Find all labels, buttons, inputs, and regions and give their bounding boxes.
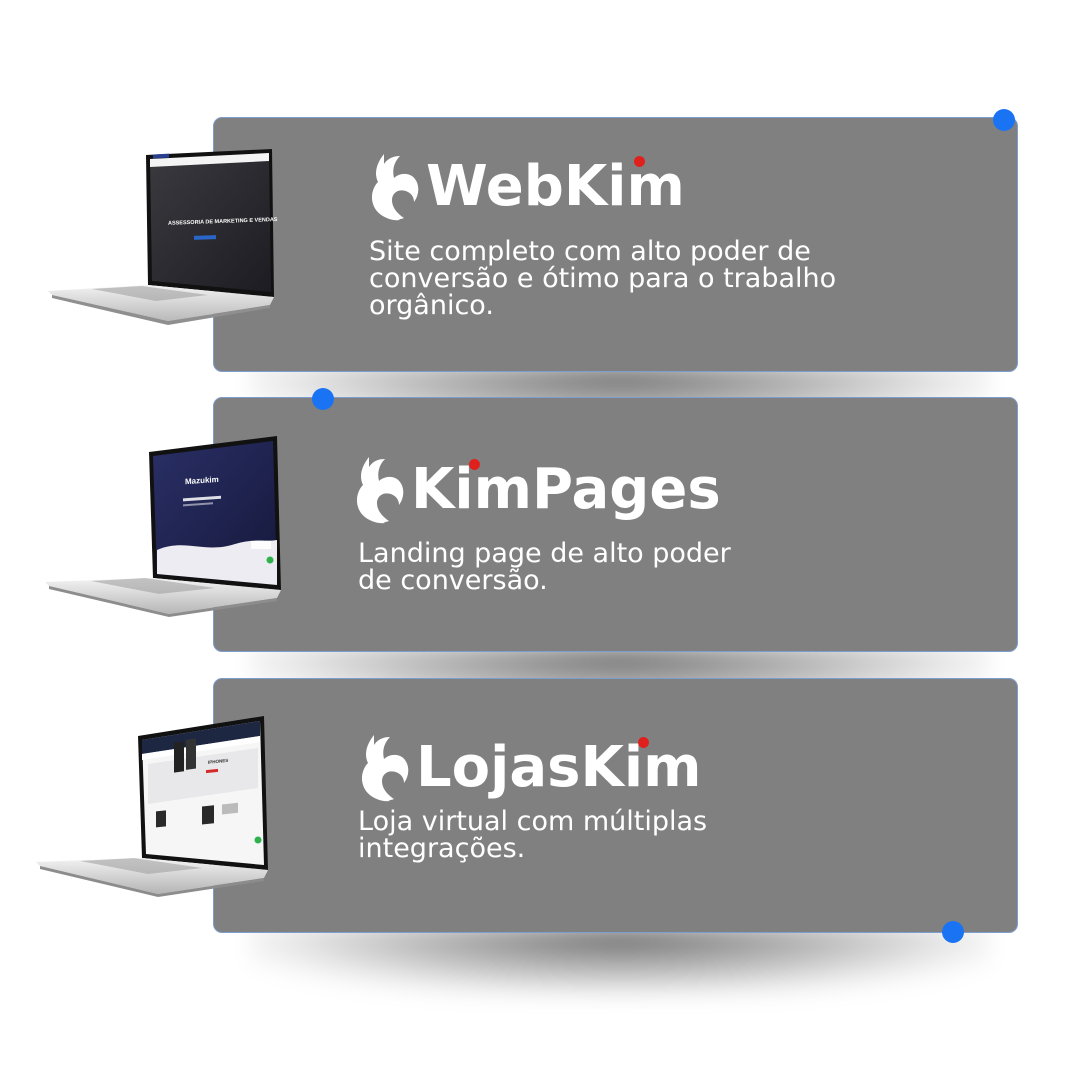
brand-name: LojasKim: [416, 735, 701, 796]
brand-name-main: LojasKim: [416, 735, 702, 800]
fox-icon: [356, 457, 404, 524]
brand-kimpages: KimPages: [355, 455, 721, 525]
brand-webkim: WebKim: [370, 152, 685, 222]
screen-banner-text: IPHONES: [208, 758, 228, 765]
brand-name: KimPages: [411, 457, 721, 518]
product-card-webkim: [213, 117, 1018, 372]
accent-dot: [312, 388, 334, 410]
laptop-lojaskim-preview: IPHONES: [36, 712, 276, 897]
product-description: Landing page de alto poder de conversão.: [358, 538, 731, 596]
card-shadow: [250, 926, 990, 996]
fox-icon: [371, 154, 419, 221]
accent-dot: [942, 921, 964, 943]
product-description: Site completo com alto poder de conversã…: [369, 236, 837, 321]
brand-name-suffix: m: [626, 154, 685, 219]
product-description: Loja virtual com múltiplas integrações.: [358, 806, 708, 864]
product-card-lojaskim: [213, 678, 1018, 933]
laptop-webkim-preview: ASSESSORIA DE MARKETING E VENDAS: [48, 145, 283, 325]
brand-name: WebKim: [426, 154, 685, 215]
brand-name-main: KimPages: [411, 457, 721, 522]
accent-dot: [993, 109, 1015, 131]
screen-hero-text: ASSESSORIA DE MARKETING E VENDAS: [168, 217, 278, 227]
brand-name-main: WebKi: [426, 154, 627, 219]
fox-icon: [361, 735, 409, 802]
screen-logo-text: Mazukim: [185, 475, 219, 486]
laptop-kimpages-preview: Mazukim: [45, 432, 290, 617]
brand-lojaskim: LojasKim: [360, 733, 701, 803]
